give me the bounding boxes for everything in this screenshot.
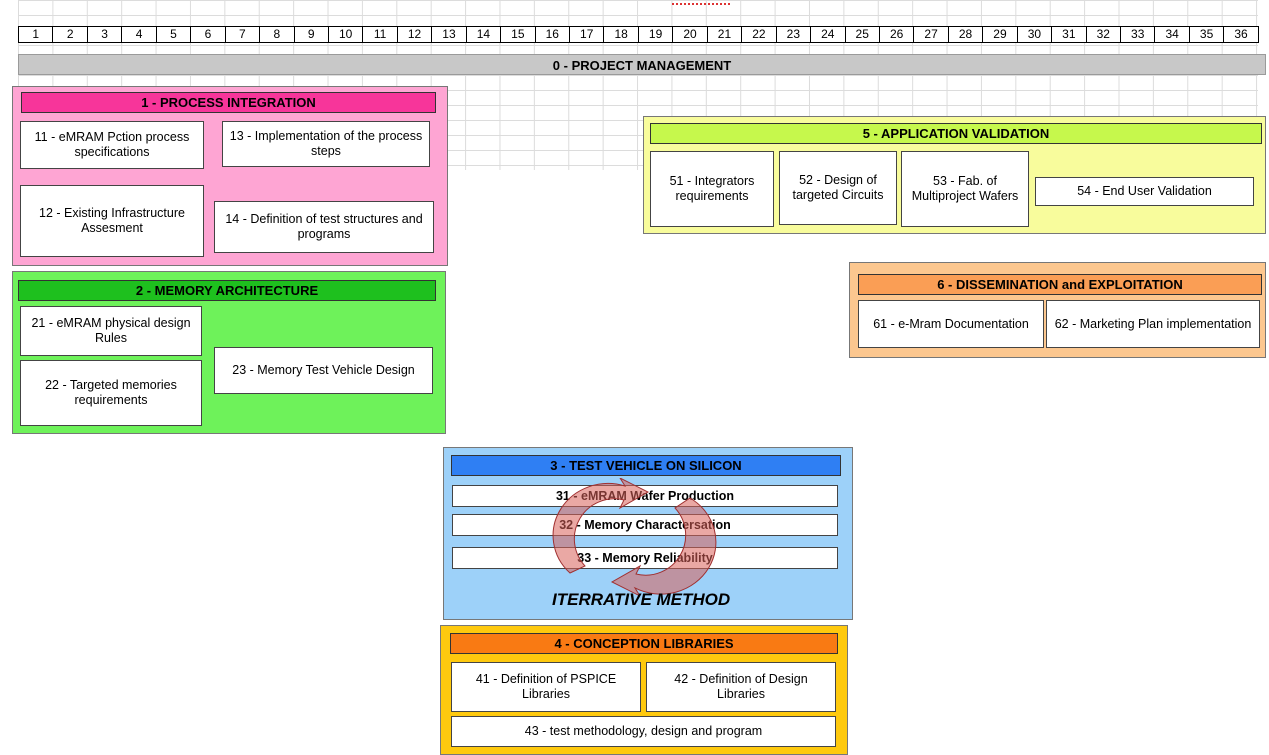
month-30: 30 bbox=[1018, 27, 1053, 42]
wp0-project-management-bar: 0 - PROJECT MANAGEMENT bbox=[18, 54, 1266, 75]
month-2: 2 bbox=[53, 27, 88, 42]
month-6: 6 bbox=[191, 27, 226, 42]
task-11: 11 - eMRAM Pction process specifications bbox=[20, 121, 204, 169]
month-16: 16 bbox=[536, 27, 570, 42]
month-12: 12 bbox=[398, 27, 433, 42]
iterative-method-label: ITERRATIVE METHOD bbox=[552, 590, 731, 609]
month-32: 32 bbox=[1087, 27, 1121, 42]
month-1: 1 bbox=[19, 27, 54, 42]
month-10: 10 bbox=[329, 27, 364, 42]
month-26: 26 bbox=[880, 27, 915, 42]
month-9: 9 bbox=[295, 27, 329, 42]
month-29: 29 bbox=[983, 27, 1018, 42]
month-5: 5 bbox=[157, 27, 192, 42]
month-15: 15 bbox=[501, 27, 536, 42]
month-31: 31 bbox=[1052, 27, 1087, 42]
task-43: 43 - test methodology, design and progra… bbox=[451, 716, 836, 747]
month-22: 22 bbox=[742, 27, 777, 42]
task-54: 54 - End User Validation bbox=[1035, 177, 1254, 206]
task-41: 41 - Definition of PSPICE Libraries bbox=[451, 662, 641, 712]
month-19: 19 bbox=[639, 27, 674, 42]
task-14: 14 - Definition of test structures and p… bbox=[214, 201, 434, 253]
wp3-title: 3 - TEST VEHICLE ON SILICON bbox=[451, 455, 841, 476]
month-27: 27 bbox=[914, 27, 949, 42]
wp6-title: 6 - DISSEMINATION and EXPLOITATION bbox=[858, 274, 1262, 295]
month-33: 33 bbox=[1121, 27, 1156, 42]
month-4: 4 bbox=[122, 27, 157, 42]
task-33: 33 - Memory Reliability bbox=[452, 547, 838, 569]
month-13: 13 bbox=[432, 27, 467, 42]
task-13: 13 - Implementation of the process steps bbox=[222, 121, 430, 167]
red-spellcheck-mark bbox=[672, 0, 730, 5]
month-35: 35 bbox=[1190, 27, 1225, 42]
wp2-title: 2 - MEMORY ARCHITECTURE bbox=[18, 280, 436, 301]
task-21: 21 - eMRAM physical design Rules bbox=[20, 306, 202, 356]
task-53: 53 - Fab. of Multiproject Wafers bbox=[901, 151, 1029, 227]
task-61: 61 - e-Mram Documentation bbox=[858, 300, 1044, 348]
task-23: 23 - Memory Test Vehicle Design bbox=[214, 347, 433, 394]
month-20: 20 bbox=[673, 27, 708, 42]
task-42: 42 - Definition of Design Libraries bbox=[646, 662, 836, 712]
month-25: 25 bbox=[846, 27, 880, 42]
month-34: 34 bbox=[1155, 27, 1190, 42]
month-23: 23 bbox=[777, 27, 812, 42]
month-11: 11 bbox=[363, 27, 398, 42]
task-62: 62 - Marketing Plan implementation bbox=[1046, 300, 1260, 348]
task-51: 51 - Integrators requirements bbox=[650, 151, 774, 227]
task-52: 52 - Design of targeted Circuits bbox=[779, 151, 897, 225]
month-3: 3 bbox=[88, 27, 123, 42]
iterative-cycle-arrows-icon bbox=[552, 478, 717, 596]
month-24: 24 bbox=[811, 27, 846, 42]
month-14: 14 bbox=[467, 27, 502, 42]
wp5-title: 5 - APPLICATION VALIDATION bbox=[650, 123, 1262, 144]
month-28: 28 bbox=[949, 27, 984, 42]
month-18: 18 bbox=[604, 27, 639, 42]
task-12: 12 - Existing Infrastructure Assesment bbox=[20, 185, 204, 257]
month-36: 36 bbox=[1224, 27, 1259, 42]
task-22: 22 - Targeted memories requirements bbox=[20, 360, 202, 426]
month-21: 21 bbox=[708, 27, 743, 42]
wp4-title: 4 - CONCEPTION LIBRARIES bbox=[450, 633, 838, 654]
wp1-title: 1 - PROCESS INTEGRATION bbox=[21, 92, 436, 113]
month-7: 7 bbox=[226, 27, 261, 42]
month-17: 17 bbox=[570, 27, 605, 42]
month-8: 8 bbox=[260, 27, 295, 42]
